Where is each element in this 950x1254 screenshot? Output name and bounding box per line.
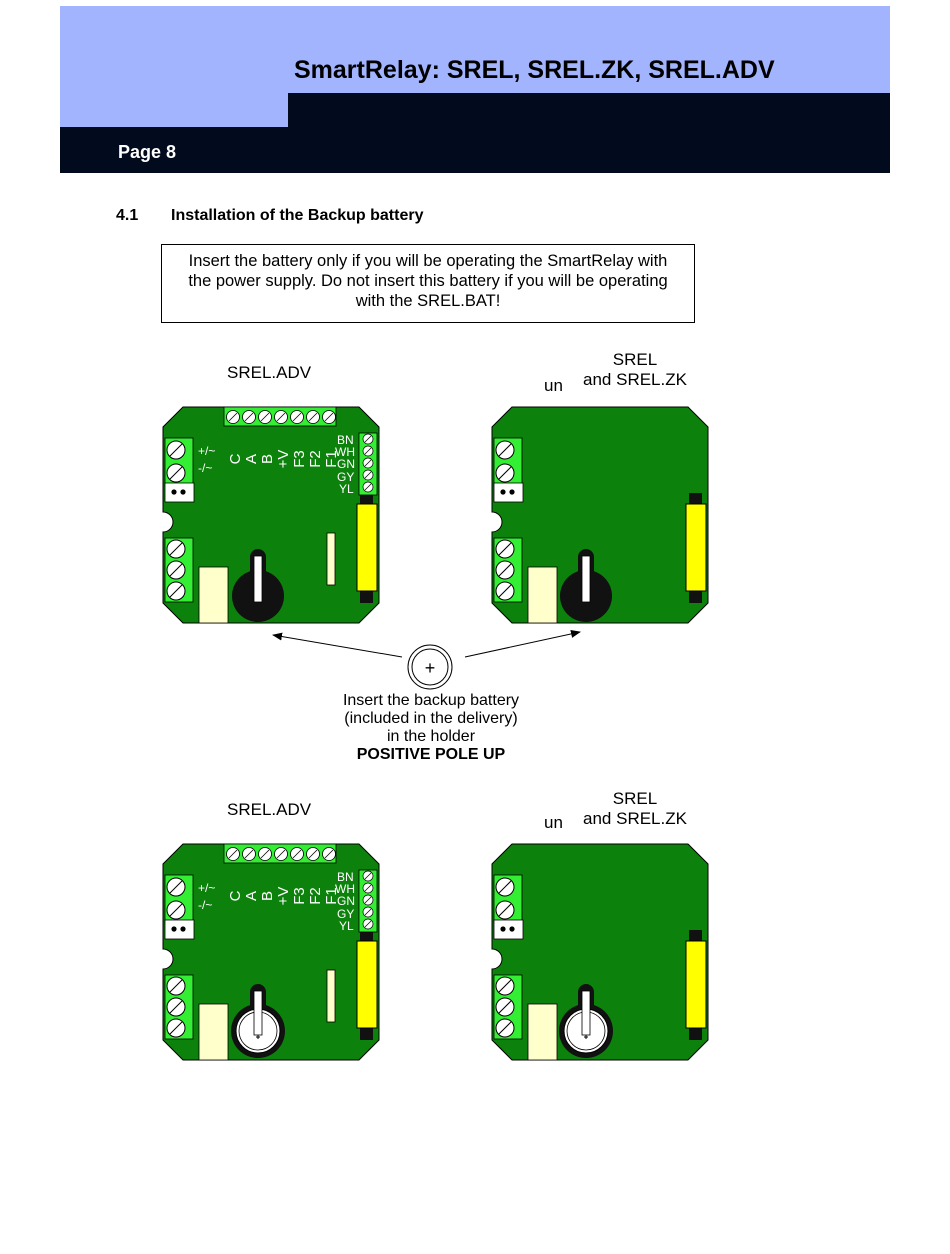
instruction-line-1: Insert the backup battery [342,692,520,709]
page-number: Page 8 [118,142,177,162]
label-un-bottom: un [544,813,563,832]
terminal-label-v: +V [275,450,292,469]
terminal-label-a: A [243,454,260,464]
header-dark-block [288,93,890,128]
label-srel-line2: and SREL.ZK [583,370,687,389]
board-srel-battery [491,843,709,1061]
wire-label-gy: GY [337,470,354,484]
wire-label-gn: GN [337,457,355,471]
instruction-line-3: in the holder [386,728,476,745]
terminal-label-f3: F3 [291,887,308,905]
battery-instruction: Insert the backup battery (included in t… [300,692,562,764]
wire-label-wh: WH [335,445,355,459]
terminal-label-minus: -/~ [198,898,212,912]
terminal-label-f1: F1 [323,887,340,905]
terminal-label-b: B [259,454,276,464]
adv-labels-bottom: +/~ -/~ C A B +V F3 F2 F1 BN WH GN GY YL [198,870,355,933]
note-line-3: with the SREL.BAT! [355,292,501,310]
terminal-label-plus: +/~ [198,444,215,458]
terminal-label-f3: F3 [291,450,308,468]
arrow-to-adv [272,632,403,658]
terminal-label-f2: F2 [307,887,324,905]
header-dark-bar [60,127,890,173]
label-srel-zk-top: SREL and SREL.ZK [580,350,690,390]
terminal-label-f1: F1 [323,450,340,468]
terminal-label-f2: F2 [307,450,324,468]
label-srel-adv-top: SREL.ADV [227,363,312,382]
wire-label-bn: BN [337,870,354,884]
label-srel-line1: SREL [612,789,658,808]
arrow-to-srel [464,630,581,658]
board-srel-empty [491,406,709,624]
wire-label-yl: YL [339,919,354,933]
label-srel-line1: SREL [612,350,658,369]
terminal-label-minus: -/~ [198,461,212,475]
terminal-label-plus: +/~ [198,881,215,895]
label-srel-adv-bottom: SREL.ADV [227,800,312,819]
terminal-label-v: +V [275,887,292,906]
wire-label-bn: BN [337,433,354,447]
terminal-label-c: C [227,890,244,901]
note-line-2: the power supply. Do not insert this bat… [188,272,668,290]
adv-labels-top: +/~ -/~ C A B +V F3 F2 F1 BN WH GN GY YL [198,433,355,496]
warning-note: Insert the battery only if you will be o… [161,244,695,323]
label-srel-zk-bottom: SREL and SREL.ZK [580,789,690,829]
label-srel-line2: and SREL.ZK [583,809,687,828]
battery-symbol: + [407,644,453,690]
note-line-1: Insert the battery only if you will be o… [188,252,668,270]
instruction-line-2: (included in the delivery) [344,710,518,727]
terminal-label-b: B [259,891,276,901]
label-un-top: un [544,376,563,395]
section-title: Installation of the Backup battery [171,207,424,224]
document-title: SmartRelay: SREL, SREL.ZK, SREL.ADV [294,56,775,84]
terminal-label-c: C [227,453,244,464]
wire-label-gy: GY [337,907,354,921]
wire-label-yl: YL [339,482,354,496]
terminal-label-a: A [243,891,260,901]
instruction-line-4: POSITIVE POLE UP [356,746,506,763]
section-number: 4.1 [116,207,139,224]
wire-label-wh: WH [335,882,355,896]
wire-label-gn: GN [337,894,355,908]
battery-plus-sign: + [425,658,436,678]
